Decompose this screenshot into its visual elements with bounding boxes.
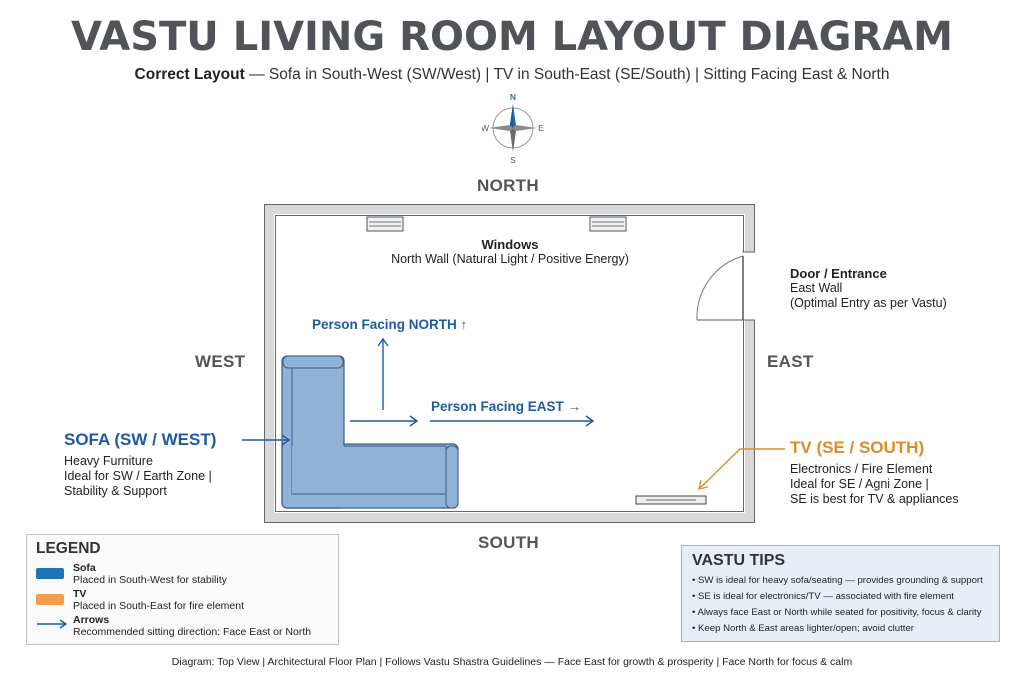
door-line1: East Wall (790, 281, 843, 295)
legend-item-tv: TV Placed in South-East for fire element (73, 588, 244, 612)
legend-tv-swatch (36, 594, 64, 605)
facing-east-label: Person Facing EAST → (431, 399, 582, 414)
subtitle-rest: — Sofa in South-West (SW/West) | TV in S… (244, 66, 890, 83)
tip-item: • SE is ideal for electronics/TV — assoc… (692, 591, 954, 602)
footer-caption: Diagram: Top View | Architectural Floor … (171, 656, 853, 668)
legend-sofa-swatch (36, 568, 64, 579)
door-opening (742, 252, 756, 320)
legend-tv-name: TV (73, 588, 87, 600)
sofa-title: SOFA (SW / WEST) (64, 430, 217, 449)
tip-item: • Always face East or North while seated… (692, 607, 982, 618)
west-label: WEST (195, 352, 246, 371)
legend-box: LEGEND Sofa Placed in South-West for sta… (26, 534, 339, 645)
sofa-annotation: SOFA (SW / WEST) Heavy Furniture Ideal f… (64, 430, 216, 499)
sofa-line2: Ideal for SW / Earth Zone | (64, 469, 212, 483)
windows-desc: North Wall (Natural Light / Positive Ene… (391, 252, 629, 266)
room-floor (275, 215, 744, 512)
tv-annotation: TV (SE / SOUTH) Electronics / Fire Eleme… (790, 438, 959, 507)
legend-item-sofa: Sofa Placed in South-West for stability (73, 562, 227, 586)
compass-e-label: E (538, 123, 544, 133)
sofa-line3: Stability & Support (64, 484, 167, 498)
tv-title: TV (SE / SOUTH) (790, 438, 925, 457)
tv-icon (635, 495, 707, 505)
tip-item: • SW is ideal for heavy sofa/seating — p… (692, 575, 983, 586)
arrow-east-icon-2 (430, 415, 595, 427)
east-label: EAST (767, 352, 814, 371)
legend-sofa-name: Sofa (73, 562, 96, 574)
page-subtitle: Correct Layout — Sofa in South-West (SW/… (0, 66, 1024, 84)
legend-arrow-icon (37, 619, 68, 629)
legend-item-arrows: Arrows Recommended sitting direction: Fa… (73, 614, 311, 638)
legend-title: LEGEND (36, 540, 101, 557)
legend-tv-desc: Placed in South-East for fire element (73, 600, 245, 612)
tv-line3: SE is best for TV & appliances (790, 492, 959, 506)
south-label: SOUTH (478, 533, 539, 552)
door-line2: (Optimal Entry as per Vastu) (790, 296, 947, 310)
arrow-north-icon (377, 337, 389, 410)
legend-arrows-desc: Recommended sitting direction: Face East… (73, 626, 312, 638)
sofa-pointer-arrow-icon (242, 434, 291, 446)
compass-s-label: S (510, 155, 516, 164)
sofa-line1: Heavy Furniture (64, 454, 153, 468)
tv-pointer-arrow-icon (698, 448, 785, 490)
page-title: VASTU LIVING ROOM LAYOUT DIAGRAM (71, 14, 953, 60)
legend-sofa-desc: Placed in South-West for stability (73, 574, 227, 586)
tips-list: • SW is ideal for heavy sofa/seating — p… (692, 573, 983, 637)
facing-north-label: Person Facing NORTH ↑ (312, 317, 468, 332)
windows-annotation: Windows North Wall (Natural Light / Posi… (370, 237, 650, 267)
window-right-icon (589, 216, 627, 232)
compass-w-label: W (482, 123, 489, 133)
sofa-icon (281, 355, 459, 509)
door-annotation: Door / Entrance East Wall (Optimal Entry… (790, 266, 947, 311)
compass-rose-icon: N S E W (482, 92, 544, 164)
door-title: Door / Entrance (790, 266, 887, 281)
tv-line2: Ideal for SE / Agni Zone | (790, 477, 929, 491)
north-label: NORTH (477, 176, 539, 195)
tv-line1: Electronics / Fire Element (790, 462, 933, 476)
tips-title: VASTU TIPS (692, 552, 786, 569)
legend-arrows-name: Arrows (73, 614, 110, 626)
vastu-tips-box: VASTU TIPS • SW is ideal for heavy sofa/… (681, 545, 1000, 642)
arrow-east-icon-1 (350, 415, 419, 427)
subtitle-bold: Correct Layout (134, 66, 245, 83)
compass-n-label: N (510, 92, 516, 102)
windows-title: Windows (481, 237, 539, 252)
window-left-icon (366, 216, 404, 232)
tip-item: • Keep North & East areas lighter/open; … (692, 623, 915, 634)
door-swing-icon (696, 255, 744, 321)
